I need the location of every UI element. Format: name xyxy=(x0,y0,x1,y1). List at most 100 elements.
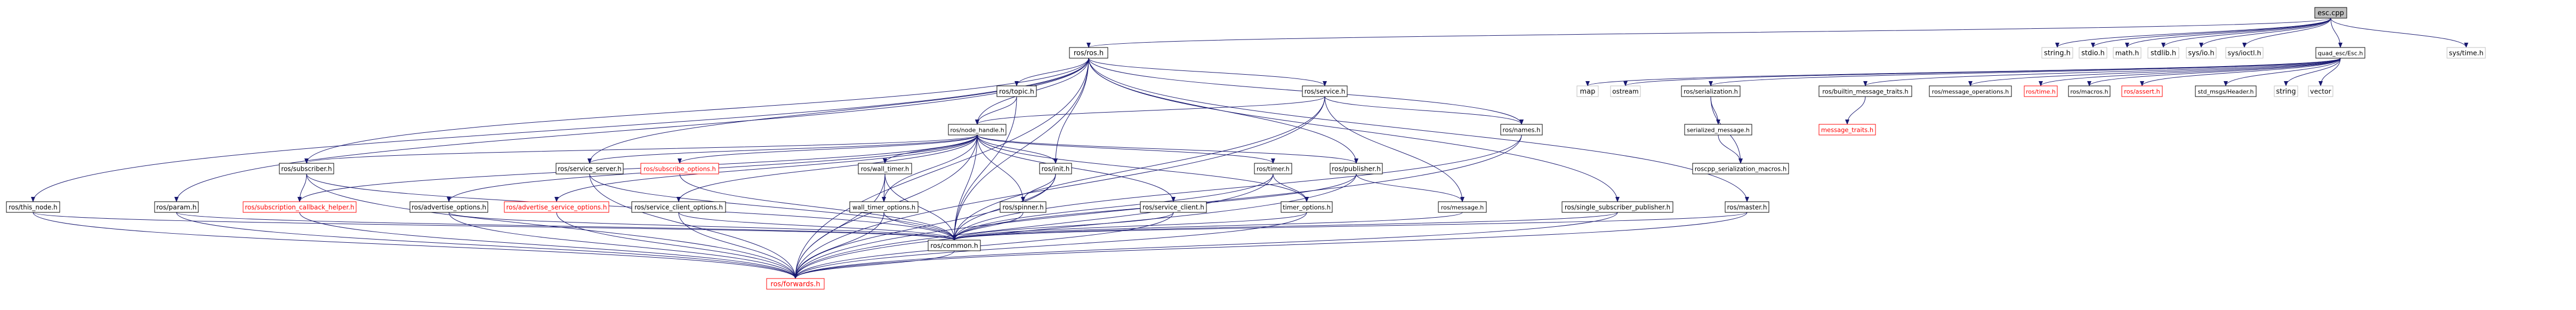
edge-service_client_options_h-to-common_h xyxy=(678,212,956,241)
node-label: string xyxy=(2276,88,2296,96)
edge-init_h-to-spinner_h xyxy=(1021,173,1056,202)
edge-wall_timer_h-to-common_h xyxy=(884,173,956,241)
node-label: sys/io.h xyxy=(2188,50,2214,58)
file-node-publisher-h[interactable]: ros/publisher.h xyxy=(1330,163,1383,174)
edge-timer_options_h-to-forwards_h xyxy=(793,212,1307,279)
file-node-adv-service-options-h[interactable]: ros/advertise_service_options.h xyxy=(504,201,609,213)
node-label: sys/time.h xyxy=(2449,49,2484,57)
file-node-wall-timer-options-h[interactable]: wall_timer_options.h xyxy=(849,201,919,213)
edge-ros_h-to-service_server_h xyxy=(587,58,1089,164)
node-label: ros/publisher.h xyxy=(1332,165,1381,173)
node-label: ros/advertise_options.h xyxy=(412,204,486,211)
node-label: message_traits.h xyxy=(1821,126,1873,134)
file-node-roscpp-ser-macros-h[interactable]: roscpp_serialization_macros.h xyxy=(1692,163,1789,174)
file-node-service-server-h[interactable]: ros/service_server.h xyxy=(556,163,624,174)
node-box xyxy=(2274,85,2298,97)
edge-single_sub_pub_h-to-common_h xyxy=(952,212,1618,241)
file-node-assert-h[interactable]: ros/assert.h xyxy=(2121,85,2163,97)
file-node-node-handle-h[interactable]: ros/node_handle.h xyxy=(948,124,1007,136)
node-box xyxy=(1069,47,1108,59)
file-node-serialized-message-h[interactable]: serialized_message.h xyxy=(1684,124,1752,136)
node-label: ros/forwards.h xyxy=(770,281,820,289)
file-node-msg-operations-h[interactable]: ros/message_operations.h xyxy=(1929,85,2012,97)
edge-node_handle_h-to-init_h xyxy=(977,134,1058,164)
node-box xyxy=(996,85,1037,97)
edge-this_node_h-to-forwards_h xyxy=(33,212,798,279)
file-node-std-header-h[interactable]: std_msgs/Header.h xyxy=(2195,85,2257,97)
edge-advertise_options_h-to-common_h xyxy=(448,212,956,241)
file-node-topic-h[interactable]: ros/topic.h xyxy=(996,85,1037,97)
node-label: ros/message_operations.h xyxy=(1932,89,2009,96)
node-label: timer_options.h xyxy=(1283,204,1331,211)
node-label: ros/service_client.h xyxy=(1142,204,1204,211)
file-node-master-h[interactable]: ros/master.h xyxy=(1725,201,1769,213)
file-node-msg-traits-h[interactable]: message_traits.h xyxy=(1818,124,1876,136)
file-node-string-h: string.h xyxy=(2041,47,2073,59)
edge-timer_h-to-common_h xyxy=(952,173,1274,241)
file-node-advertise-options-h[interactable]: ros/advertise_options.h xyxy=(409,201,488,213)
file-node-names-h[interactable]: ros/names.h xyxy=(1500,124,1543,136)
file-node-macros-h[interactable]: ros/macros.h xyxy=(2068,85,2111,97)
node-box xyxy=(1500,124,1543,136)
node-label: ros/ros.h xyxy=(1074,50,1104,58)
edge-ros_h-to-forwards_h xyxy=(793,58,1089,279)
file-node-service-h[interactable]: ros/service.h xyxy=(1302,85,1348,97)
edge-single_sub_pub_h-to-forwards_h xyxy=(793,212,1618,279)
node-box xyxy=(2147,47,2179,59)
edge-node_handle_h-to-spinner_h xyxy=(977,134,1025,202)
node-label: ros/serialization.h xyxy=(1684,88,1738,96)
node-box xyxy=(948,124,1007,136)
edge-node_handle_h-to-publisher_h xyxy=(977,134,1358,164)
node-box xyxy=(640,163,719,174)
node-box xyxy=(2024,85,2058,97)
file-node-message-h[interactable]: ros/message.h xyxy=(1438,201,1487,213)
file-node-timer-h[interactable]: ros/timer.h xyxy=(1254,163,1292,174)
node-box xyxy=(409,201,488,213)
file-node-wall-timer-h[interactable]: ros/wall_timer.h xyxy=(858,163,912,174)
edge-quad_esc_h-to-assert_h xyxy=(2140,58,2341,86)
file-node-service-client-options-h[interactable]: ros/service_client_options.h xyxy=(631,201,726,213)
edge-root-to-string_h xyxy=(2055,18,2331,48)
edge-param_h-to-common_h xyxy=(176,212,956,241)
edge-service_h-to-names_h xyxy=(1324,96,1524,125)
edge-publisher_h-to-forwards_h xyxy=(793,173,1357,279)
file-node-timer-options-h[interactable]: timer_options.h xyxy=(1281,201,1333,213)
node-label: ros/builtin_message_traits.h xyxy=(1822,88,1908,96)
edge-publisher_h-to-message_h xyxy=(1356,173,1464,202)
file-node-param-h[interactable]: ros/param.h xyxy=(154,201,199,213)
node-label: ros/single_subscriber_publisher.h xyxy=(1565,204,1670,211)
file-node-serialization-h[interactable]: ros/serialization.h xyxy=(1681,85,1741,97)
node-box xyxy=(2195,85,2257,97)
edge-builtin_msg_traits_h-to-msg_traits_h xyxy=(1845,96,1866,125)
node-box xyxy=(1039,163,1072,174)
file-node-subscriber-h[interactable]: ros/subscriber.h xyxy=(279,163,334,174)
edge-spinner_h-to-common_h xyxy=(952,212,1024,241)
edge-root-to-systime_h xyxy=(2330,18,2468,48)
edge-root-to-ros_h xyxy=(1086,18,2331,48)
node-box xyxy=(1681,85,1741,97)
file-node-init-h[interactable]: ros/init.h xyxy=(1039,163,1072,174)
edge-ros_h-to-this_node_h xyxy=(31,58,1089,202)
node-label: ros/wall_timer.h xyxy=(861,165,909,173)
file-node-builtin-msg-traits-h[interactable]: ros/builtin_message_traits.h xyxy=(1818,85,1912,97)
edge-advertise_options_h-to-forwards_h xyxy=(448,212,798,279)
file-node-root[interactable]: esc.cpp xyxy=(2314,7,2347,19)
file-node-single-sub-pub-h[interactable]: ros/single_subscriber_publisher.h xyxy=(1561,201,1673,213)
node-box xyxy=(2225,47,2264,59)
edge-service_client_h-to-forwards_h xyxy=(793,212,1174,279)
edge-node_handle_h-to-timer_options_h xyxy=(977,134,1309,202)
file-node-sub-cb-helper-h[interactable]: ros/subscription_callback_helper.h xyxy=(243,201,357,213)
edge-serialization_h-to-serialized_message_h xyxy=(1710,96,1720,125)
file-node-quad-esc-h[interactable]: quad_esc/Esc.h xyxy=(2315,47,2365,59)
file-node-common-h[interactable]: ros/common.h xyxy=(928,240,981,251)
file-node-subscribe-options-h[interactable]: ros/subscribe_options.h xyxy=(640,163,719,174)
file-node-time-h[interactable]: ros/time.h xyxy=(2024,85,2058,97)
file-node-this-node-h[interactable]: ros/this_node.h xyxy=(6,201,60,213)
node-box xyxy=(2314,7,2347,19)
edge-master_h-to-forwards_h xyxy=(793,212,1748,279)
file-node-service-client-h[interactable]: ros/service_client.h xyxy=(1140,201,1207,213)
file-node-ros-h[interactable]: ros/ros.h xyxy=(1069,47,1108,59)
file-node-spinner-h[interactable]: ros/spinner.h xyxy=(1000,201,1046,213)
node-box xyxy=(2113,47,2142,59)
file-node-forwards-h[interactable]: ros/forwards.h xyxy=(766,278,825,290)
